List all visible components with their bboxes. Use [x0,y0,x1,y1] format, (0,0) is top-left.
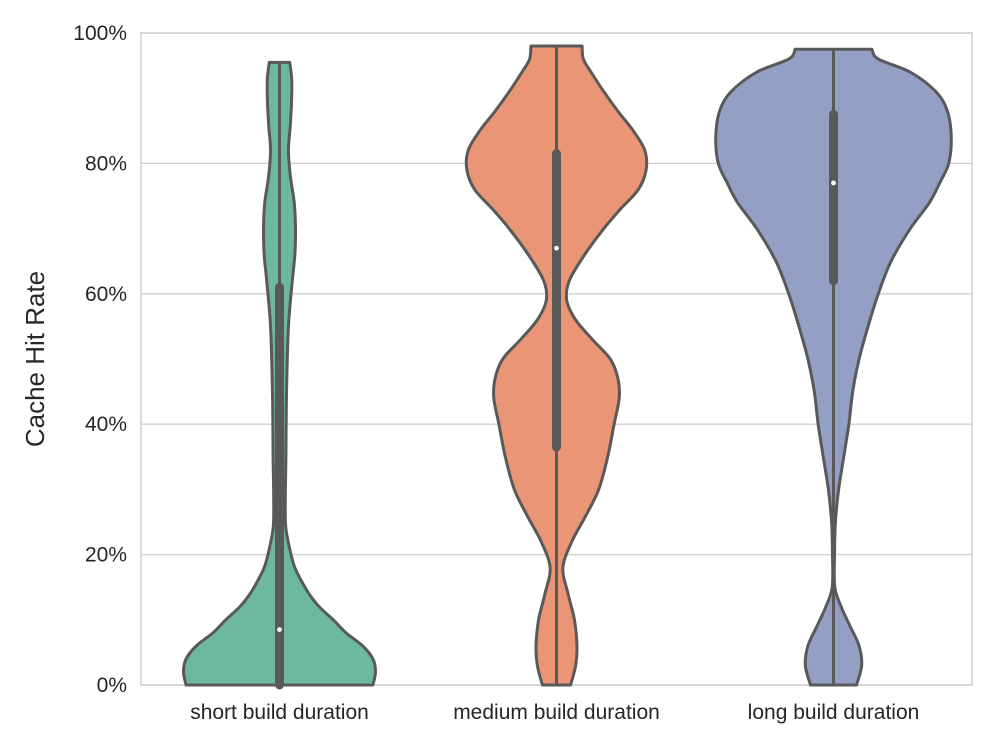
x-tick-label: medium build duration [453,701,660,724]
y-tick-label: 0% [97,674,127,697]
y-tick-label: 20% [85,544,127,567]
x-axis-ticks: short build duration medium build duratio… [190,701,919,724]
violin-median-marker [831,180,836,186]
y-axis-ticks: 0% 20% 40% 60% 80% 100% [73,22,127,697]
violin-3 [714,47,953,687]
violin-median-marker [277,627,282,632]
violin-1 [182,60,377,690]
y-tick-label: 100% [73,22,127,45]
x-tick-label: long build duration [748,701,920,724]
y-tick-label: 60% [85,283,127,306]
y-tick-label: 80% [85,152,127,175]
y-tick-label: 40% [85,413,127,436]
x-tick-label: short build duration [190,701,369,724]
y-axis-label: Cache Hit Rate [20,271,50,447]
violin-2 [464,44,649,687]
violin-median-marker [554,245,559,251]
